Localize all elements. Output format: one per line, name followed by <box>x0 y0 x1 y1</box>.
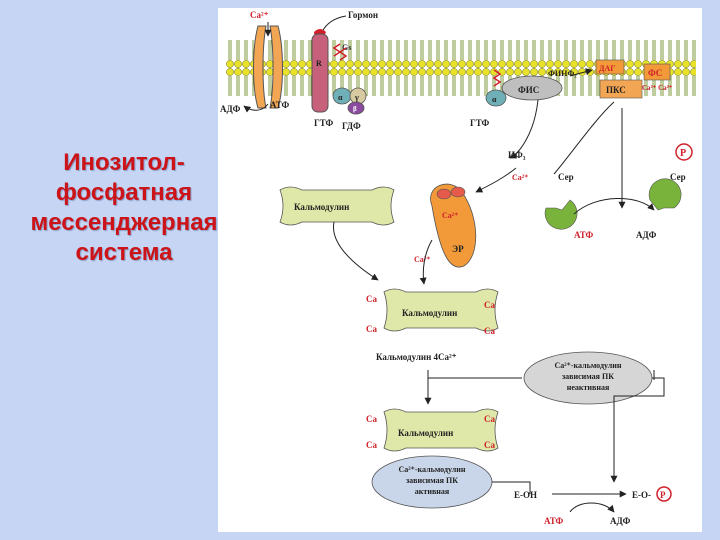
kinase-active-line2: зависимая ПК <box>406 476 458 485</box>
endoplasmic-reticulum <box>430 183 477 268</box>
dag <box>595 59 625 75</box>
ser-right-label: Сер <box>670 172 686 182</box>
atp-mid-label: АТФ <box>574 230 594 240</box>
ca-er-label: Ca²⁺ <box>442 211 458 220</box>
kinase-inactive-line2: зависимая ПК <box>562 372 614 381</box>
protein-kinase-c <box>599 79 643 99</box>
calmodulin-2-label: Кальмодулин <box>402 308 457 318</box>
alpha1-label: α <box>338 93 343 102</box>
adp-bottom-label: АДФ <box>610 516 631 526</box>
calmodulin-1 <box>279 186 395 226</box>
ca3-tl-label: Ca <box>366 414 377 424</box>
enzyme-ser-left <box>544 199 578 230</box>
kinase-active-line1: Ca²⁺-кальмодулин <box>398 465 465 474</box>
receptor-label: R <box>316 59 322 68</box>
calcium-channel <box>253 25 283 109</box>
dag-label: ДАГ <box>599 64 615 73</box>
ca-bl-label: Ca <box>366 324 377 334</box>
g-alpha-active <box>485 89 507 107</box>
e-oh-label: E-OH <box>514 490 537 500</box>
adp-left-label: АДФ <box>220 104 241 114</box>
atp-left-label: АТФ <box>270 100 290 110</box>
phospholipase-c <box>501 75 563 101</box>
ca3-br-label: Ca <box>484 440 495 450</box>
title-line-1: Инозитол- <box>63 149 185 176</box>
ca-released-label: Ca²⁺ <box>414 255 430 264</box>
hormone-label: Гормон <box>348 10 378 20</box>
calmodulin-3 <box>383 408 499 452</box>
finf-label: ФИНФ₂ <box>548 69 577 78</box>
p-bottom-label: P <box>660 490 666 500</box>
ca3-tr-label: Ca <box>484 414 495 424</box>
ca-from-if3-label: Ca²⁺ <box>512 173 528 182</box>
kinase-inactive-line1: Ca²⁺-кальмодулин <box>554 361 621 370</box>
title-line-3: мессенджерная <box>30 209 218 236</box>
beta-label: β <box>353 105 357 113</box>
title-line-2: фосфатная <box>55 179 193 206</box>
ca-tl-label: Ca <box>366 294 377 304</box>
pkc-label: ПКС <box>606 85 626 95</box>
p-top-label: P <box>680 148 686 159</box>
slide-title: Инозитол- фосфатная мессенджерная систем… <box>8 148 240 268</box>
fis-label: ФИС <box>518 85 539 95</box>
kinase-active-line3: активная <box>415 487 450 496</box>
atp-bottom-label: АТФ <box>544 516 564 526</box>
gtp1-label: ГТФ <box>314 118 334 128</box>
alpha2-label: α <box>492 95 497 104</box>
phosphate-top <box>675 143 693 161</box>
phosphate-bottom <box>656 486 672 502</box>
phosphatidylserine <box>643 63 671 81</box>
if3-label: ИФ₃ <box>508 150 526 160</box>
calmodulin-3-label: Кальмодулин <box>398 428 453 438</box>
fs-label: ФС <box>648 68 662 78</box>
enzyme-ser-right <box>648 178 682 211</box>
kinase-inactive-line3: неактивная <box>567 383 610 392</box>
ser-left-label: Сер <box>558 172 574 182</box>
ca-tr-label: Ca <box>484 300 495 310</box>
g-protein <box>332 87 367 115</box>
gamma-label: γ <box>354 93 359 102</box>
calmodulin-2 <box>383 288 499 332</box>
e-op-label: E-O- <box>632 490 651 500</box>
calmodulin-4ca-label: Кальмодулин 4Ca²⁺ <box>376 352 457 362</box>
gtp2-label: ГТФ <box>470 118 490 128</box>
gs-label: Gs <box>342 43 351 52</box>
adp-mid-label: АДФ <box>636 230 657 240</box>
calmodulin-1-label: Кальмодулин <box>294 202 349 212</box>
title-line-4: система <box>75 239 173 266</box>
gdp-label: ГДФ <box>342 121 361 131</box>
ca3-bl-label: Ca <box>366 440 377 450</box>
ca-br-label: Ca <box>484 326 495 336</box>
inositol-phosphate-diagram: Ca²⁺ АДФ АТФ Гормон R Gs α γ β ГТФ ГДФ α… <box>218 8 702 532</box>
ca-pair-label: Ca²⁺ Ca²⁺ <box>642 84 673 92</box>
er-label: ЭР <box>452 244 464 254</box>
receptor <box>311 33 329 113</box>
ca-top-label: Ca²⁺ <box>250 10 269 20</box>
